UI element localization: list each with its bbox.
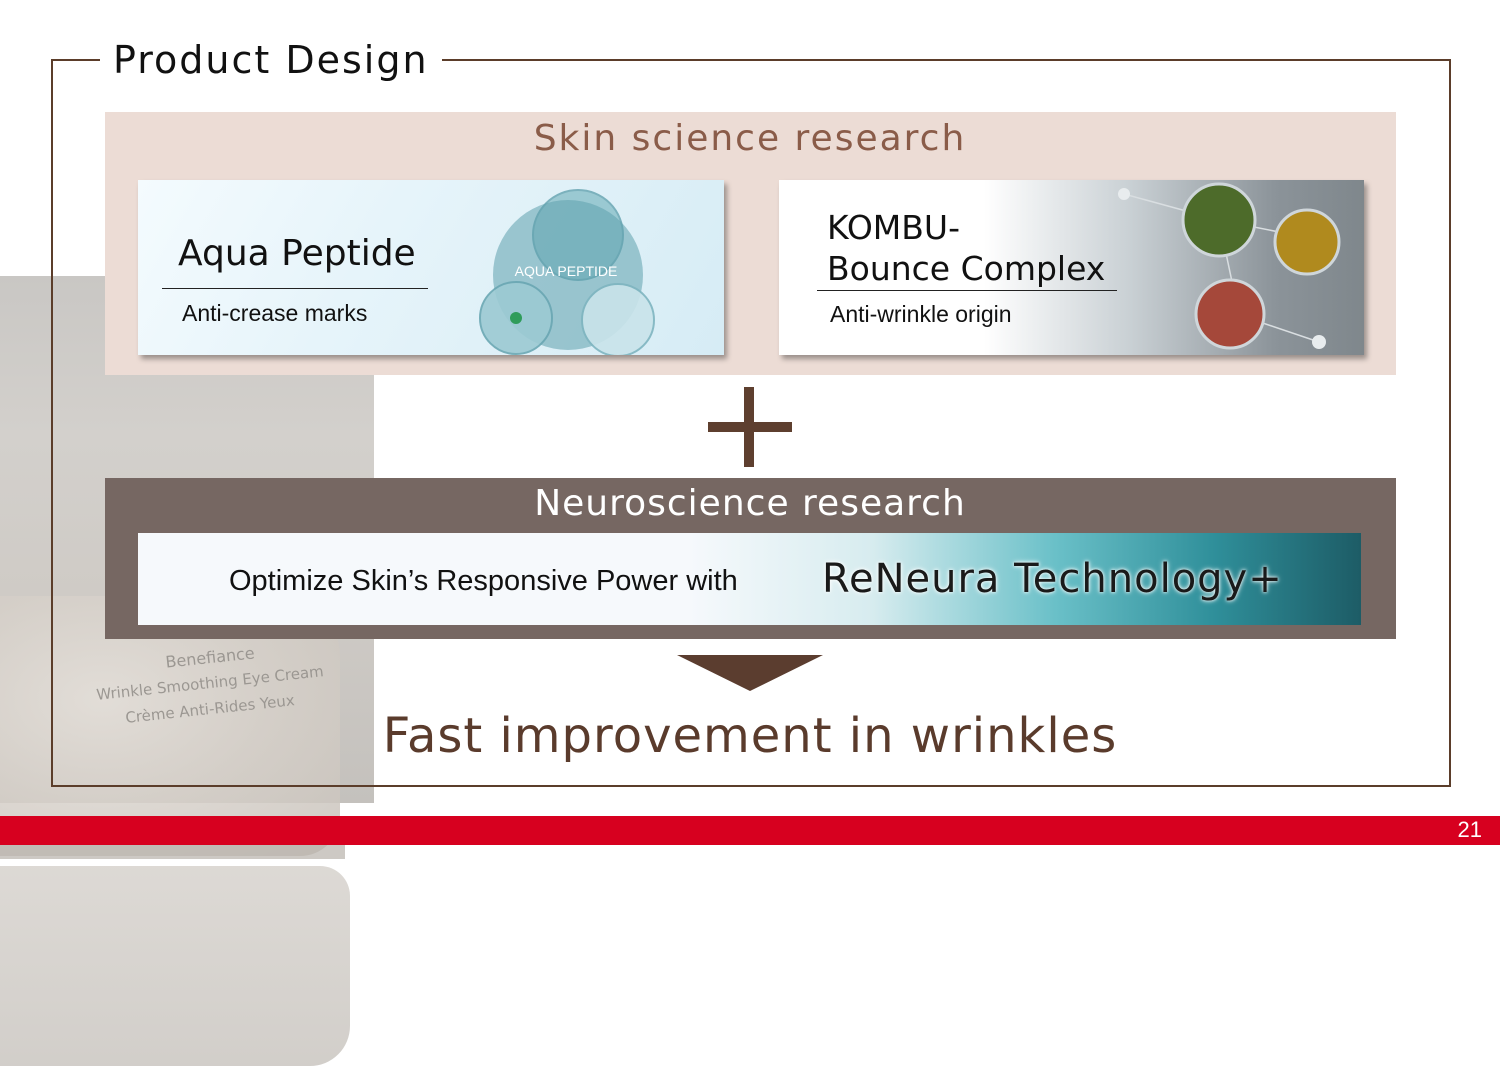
seaweed-green-circle xyxy=(1181,182,1257,258)
product-design-frame xyxy=(51,59,1451,787)
aqua-peptide-subtitle: Anti-crease marks xyxy=(182,300,368,326)
aqua-peptide-graphic: AQUA PEPTIDE xyxy=(479,189,655,355)
result-text: Fast improvement in wrinkles xyxy=(382,708,1118,764)
plus-icon-horizontal xyxy=(708,422,792,432)
neuroscience-text: Optimize Skin’s Responsive Power with xyxy=(229,565,738,597)
seaweed-red-circle xyxy=(1194,278,1266,350)
page-number: 21 xyxy=(1457,817,1482,842)
frame-title: Product Design xyxy=(100,38,442,82)
aqua-peptide-title: Aqua Peptide xyxy=(178,233,416,274)
down-arrow-icon xyxy=(677,655,823,691)
aqua-circle-right xyxy=(581,283,655,355)
network-node xyxy=(1312,335,1326,349)
reneura-brand: ReNeura Technology+ xyxy=(822,556,1283,602)
aqua-divider xyxy=(162,288,428,289)
reneura-banner xyxy=(138,533,1361,625)
skin-science-title: Skin science research xyxy=(533,118,967,159)
aqua-molecule xyxy=(510,312,522,324)
seaweed-gold-circle xyxy=(1273,208,1341,276)
kombu-divider xyxy=(817,290,1117,291)
aqua-graphic-label: AQUA PEPTIDE xyxy=(515,263,618,279)
kombu-title-line1: KOMBU- xyxy=(827,208,960,247)
footer-bar xyxy=(0,816,1500,845)
jar-lid xyxy=(0,596,340,856)
kombu-title-line2: Bounce Complex xyxy=(827,249,1106,288)
kombu-seaweed-graphic xyxy=(1118,182,1341,350)
jar-body xyxy=(0,866,350,1066)
neuroscience-title: Neuroscience research xyxy=(534,483,966,524)
kombu-bounce-card: KOMBU- Bounce Complex Anti-wrinkle origi… xyxy=(779,180,1364,355)
kombu-subtitle: Anti-wrinkle origin xyxy=(830,301,1012,327)
network-node xyxy=(1118,188,1130,200)
aqua-peptide-card: Aqua Peptide Anti-crease marks AQUA PEPT… xyxy=(138,180,724,355)
